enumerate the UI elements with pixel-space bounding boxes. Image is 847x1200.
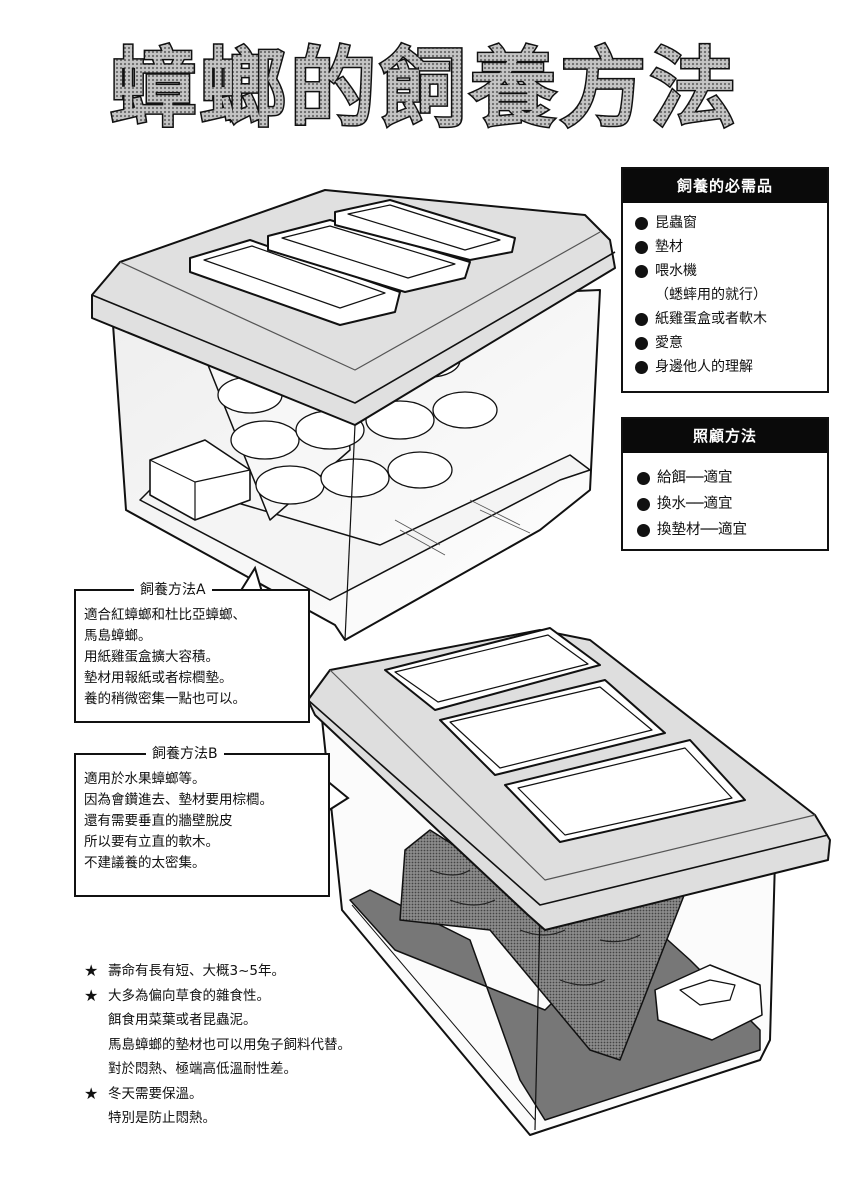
list-item: 換水──適宜 (637, 491, 827, 517)
supplies-list: 昆蟲窗 墊材 喂水機 （蟋蟀用的就行） 紙雞蛋盒或者軟木 愛意 身邊他人的理解 (623, 203, 827, 385)
list-item: 墊材 (635, 235, 827, 259)
note-text: 對於悶熱、極端高低溫耐性差。 (108, 1061, 297, 1077)
method-a-line: 用紙雞蛋盒擴大容積。 (84, 649, 219, 665)
note-item: 對於悶熱、極端高低溫耐性差。 (84, 1057, 424, 1082)
list-item: 身邊他人的理解 (635, 355, 827, 379)
list-item: （蟋蟀用的就行） (635, 283, 827, 307)
list-item: 愛意 (635, 331, 827, 355)
note-text: 餌食用菜葉或者昆蟲泥。 (108, 1012, 257, 1028)
list-item-text: 昆蟲窗 (655, 215, 697, 231)
method-a-line: 適合紅蟑螂和杜比亞蟑螂、 (84, 607, 246, 623)
enclosure-a (91, 189, 616, 641)
bullet-icon (635, 216, 648, 230)
care-list: 給餌──適宜 換水──適宜 換墊材──適宜 (623, 453, 827, 549)
note-text: 大多為偏向草食的雜食性。 (108, 987, 270, 1004)
method-b-line: 因為會鑽進去、墊材要用棕櫚。 (84, 792, 273, 808)
bullet-icon (635, 336, 648, 350)
note-item: 馬島蟑螂的墊材也可以用兔子飼料代替。 (84, 1033, 424, 1058)
list-item: 給餌──適宜 (637, 465, 827, 491)
enclosure-b (307, 627, 831, 1136)
method-b-body: 適用於水果蟑螂等。 因為會鑽進去、墊材要用棕櫚。 還有需要垂直的牆壁脫皮 所以要… (76, 755, 328, 874)
list-item: 紙雞蛋盒或者軟木 (635, 307, 827, 331)
bullet-icon (635, 360, 648, 374)
method-b-line: 不建議養的太密集。 (84, 855, 206, 871)
bullet-icon (635, 264, 648, 278)
note-item: ★ 壽命有長有短、大概3~5年。 (84, 959, 424, 984)
bullet-icon (637, 523, 650, 537)
list-item: 換墊材──適宜 (637, 517, 827, 543)
method-a-line: 養的稍微密集一點也可以。 (84, 691, 246, 707)
star-icon: ★ (84, 985, 99, 1005)
list-item-text: 紙雞蛋盒或者軟木 (655, 311, 767, 327)
note-text: 冬天需要保溫。 (108, 1085, 203, 1102)
page-title-text: 蟑螂的飼養方法 (110, 39, 740, 139)
bullet-icon (637, 497, 650, 511)
method-a-line: 馬島蟑螂。 (84, 628, 152, 644)
list-item-text: （蟋蟀用的就行） (655, 287, 767, 303)
method-b-line: 所以要有立直的軟木。 (84, 834, 219, 850)
method-b-title: 飼養方法B (146, 744, 224, 764)
note-item: ★ 冬天需要保溫。 (84, 1082, 424, 1107)
method-b-line: 還有需要垂直的牆壁脫皮 (84, 813, 233, 829)
supplies-panel: 飼養的必需品 昆蟲窗 墊材 喂水機 （蟋蟀用的就行） 紙雞蛋盒或者軟木 愛意 身… (621, 167, 829, 393)
note-text: 壽命有長有短、大概3~5年。 (108, 963, 285, 979)
list-item-text: 喂水機 (655, 263, 697, 279)
notes-list: ★ 壽命有長有短、大概3~5年。 ★ 大多為偏向草食的雜食性。 餌食用菜葉或者昆蟲泥… (84, 959, 424, 1131)
star-icon: ★ (84, 961, 99, 980)
method-b-callout: 飼養方法B 適用於水果蟑螂等。 因為會鑽進去、墊材要用棕櫚。 還有需要垂直的牆壁… (74, 744, 330, 897)
list-item-text: 給餌──適宜 (657, 470, 733, 486)
list-item-text: 換墊材──適宜 (657, 522, 747, 538)
supplies-panel-header: 飼養的必需品 (623, 169, 827, 203)
method-a-line: 墊材用報紙或者棕櫚墊。 (84, 670, 233, 686)
method-b-line: 適用於水果蟑螂等。 (84, 771, 206, 787)
note-item: 特別是防止悶熱。 (84, 1106, 424, 1131)
bullet-icon (637, 471, 650, 485)
list-item: 喂水機 (635, 259, 827, 283)
bullet-icon (635, 312, 648, 326)
list-item-text: 墊材 (655, 239, 683, 255)
page-title: 蟑螂的飼養方法 (75, 30, 775, 141)
method-a-body: 適合紅蟑螂和杜比亞蟑螂、 馬島蟑螂。 用紙雞蛋盒擴大容積。 墊材用報紙或者棕櫚墊… (76, 591, 308, 710)
star-icon: ★ (84, 1083, 99, 1103)
method-a-title: 飼養方法A (134, 580, 212, 600)
bullet-icon (635, 240, 648, 254)
callout-pointers (239, 565, 350, 813)
note-text: 特別是防止悶熱。 (108, 1110, 216, 1126)
list-item-text: 換水──適宜 (657, 496, 733, 512)
note-item: 餌食用菜葉或者昆蟲泥。 (84, 1008, 424, 1033)
list-item-text: 身邊他人的理解 (655, 359, 753, 375)
note-item: ★ 大多為偏向草食的雜食性。 (84, 984, 424, 1009)
list-item-text: 愛意 (655, 335, 683, 351)
care-panel-header: 照顧方法 (623, 419, 827, 453)
note-text: 馬島蟑螂的墊材也可以用兔子飼料代替。 (108, 1036, 351, 1053)
care-panel: 照顧方法 給餌──適宜 換水──適宜 換墊材──適宜 (621, 417, 829, 551)
list-item: 昆蟲窗 (635, 211, 827, 235)
method-a-callout: 飼養方法A 適合紅蟑螂和杜比亞蟑螂、 馬島蟑螂。 用紙雞蛋盒擴大容積。 墊材用報… (74, 580, 310, 723)
